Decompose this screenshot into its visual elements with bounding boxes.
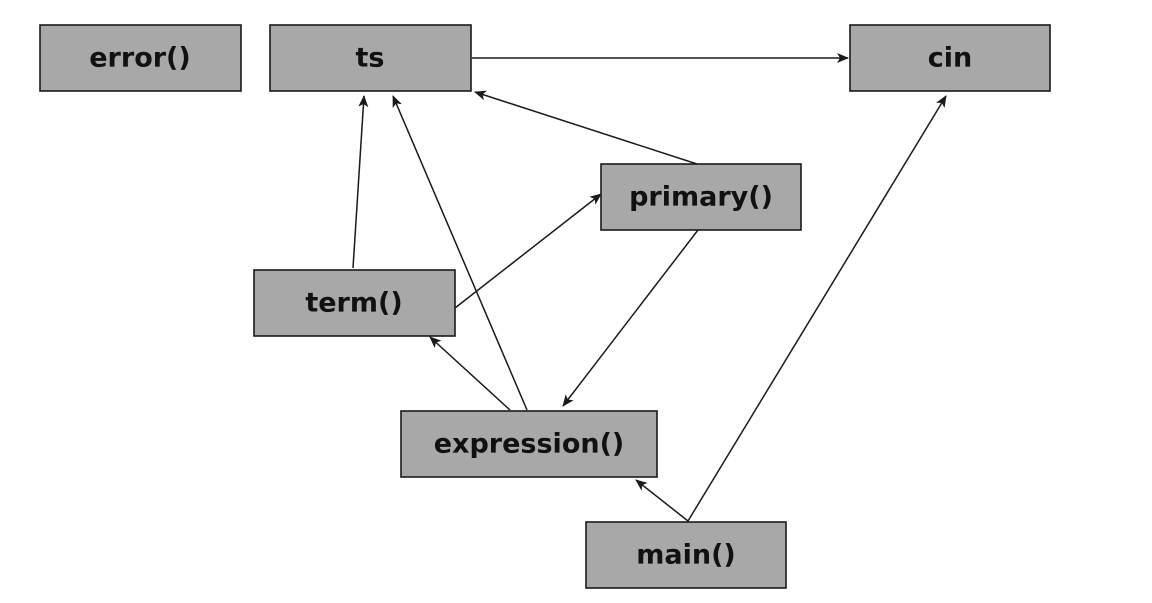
node-primary-label: primary()	[629, 182, 773, 213]
edge-term-to-ts	[352, 95, 369, 269]
edge-primary-to-ts	[474, 90, 698, 165]
node-primary: primary()	[600, 163, 802, 231]
node-cin-label: cin	[928, 43, 972, 74]
node-main: main()	[585, 521, 787, 589]
node-error: error()	[39, 24, 242, 92]
node-term-label: term()	[305, 288, 402, 319]
edge-main-to-expression	[635, 479, 689, 522]
node-ts-label: ts	[356, 43, 385, 74]
edge-primary-to-expression	[562, 229, 699, 407]
node-term: term()	[253, 269, 456, 337]
node-error-label: error()	[89, 43, 191, 74]
edge-term-to-primary	[454, 193, 602, 309]
edge-expression-to-term	[429, 336, 511, 411]
node-main-label: main()	[636, 540, 736, 571]
edge-main-to-cin	[687, 95, 947, 522]
node-ts: ts	[269, 24, 472, 92]
edge-expression-to-ts	[392, 95, 528, 411]
node-expression-label: expression()	[434, 429, 625, 460]
node-expression: expression()	[400, 410, 658, 478]
edges-group	[352, 53, 947, 522]
node-cin: cin	[849, 24, 1051, 92]
